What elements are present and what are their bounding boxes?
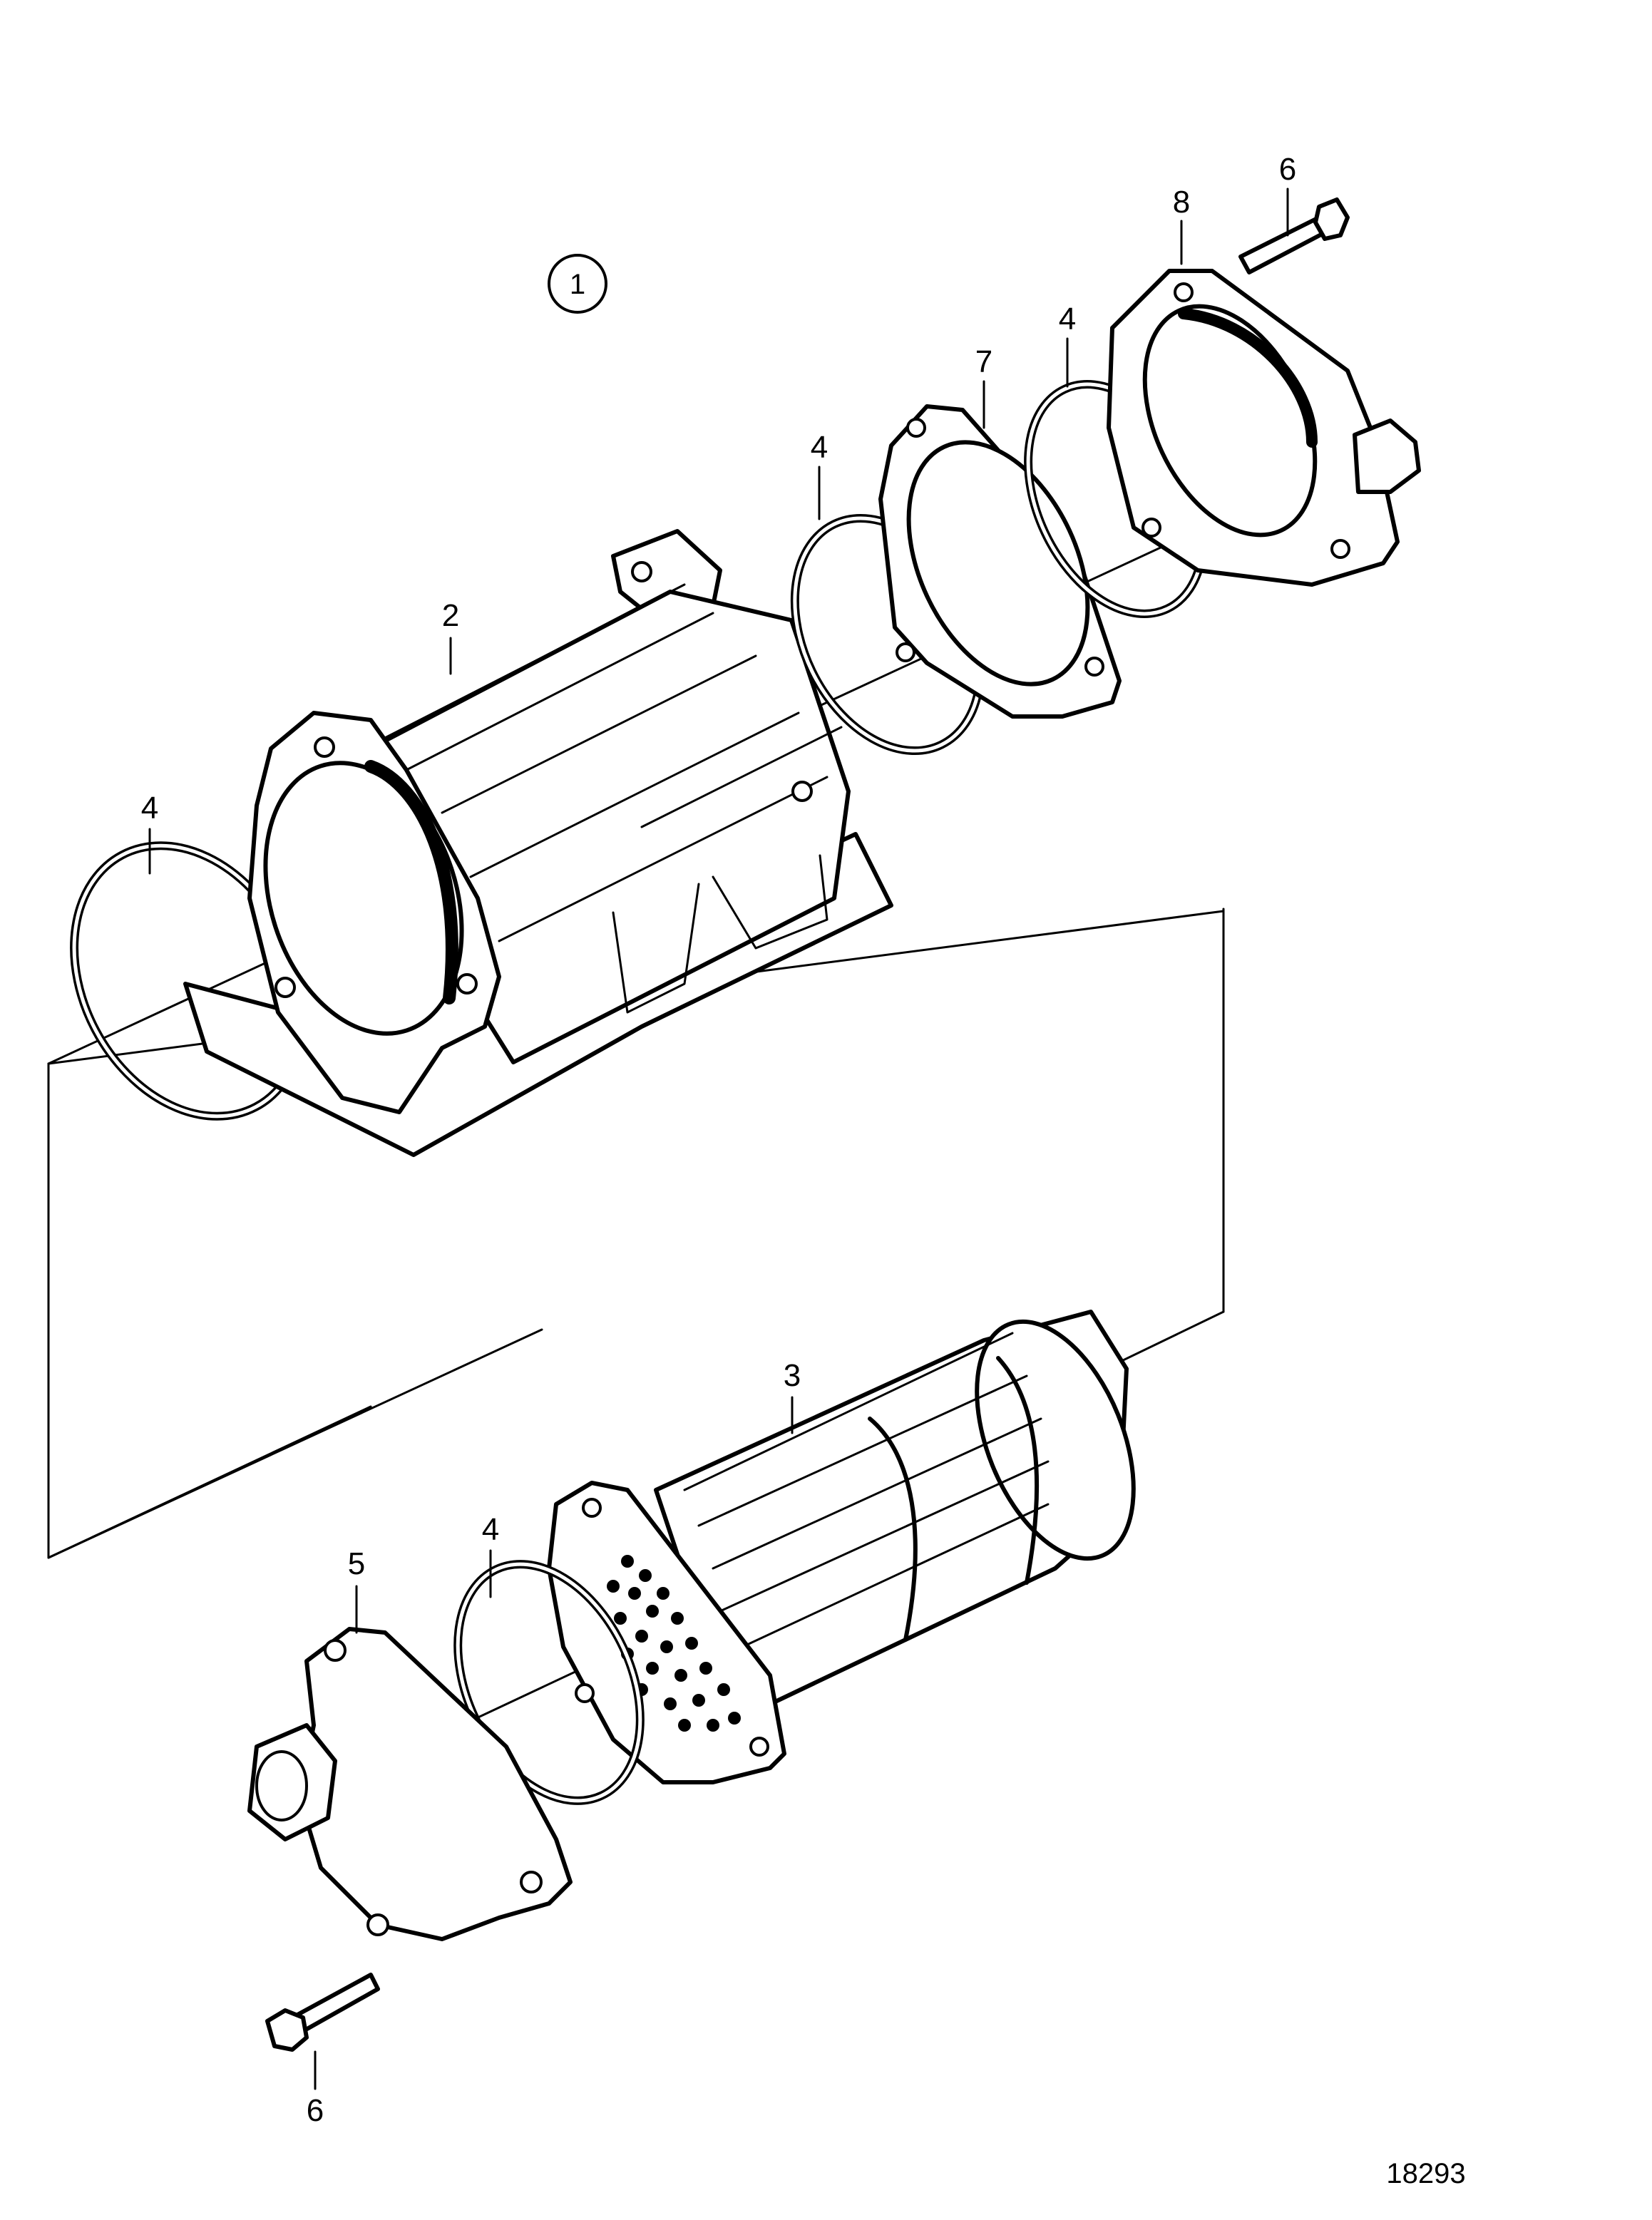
figure-number-circle (548, 254, 607, 314)
figure-number: 1 (548, 254, 607, 314)
end-cover-lower (247, 1627, 573, 1941)
tube-plate-holes (607, 1555, 741, 1732)
cooler-housing (183, 529, 893, 1157)
callout-7: 7 (975, 344, 992, 379)
callout-4-housing-right: 4 (811, 430, 828, 465)
leader-lines (148, 187, 1289, 2090)
tube-insert (547, 1310, 1136, 1784)
callout-4-lower-cover: 4 (482, 1512, 499, 1547)
callout-4-housing-left: 4 (141, 791, 158, 826)
callout-3: 3 (784, 1358, 801, 1393)
screw-lower (265, 1973, 380, 2052)
callout-6-upper: 6 (1279, 152, 1296, 187)
callout-5: 5 (348, 1546, 365, 1581)
callout-labels: 2 3 4 4 4 4 5 6 6 7 8 (141, 152, 1296, 2128)
callout-4-end-cover: 4 (1059, 302, 1076, 336)
drawing-number: 18293 (1386, 2158, 1465, 2189)
end-cover-upper (1107, 269, 1421, 587)
callout-2: 2 (442, 598, 459, 633)
callout-6-lower: 6 (307, 2093, 324, 2128)
figure-number-label: 1 (570, 269, 585, 300)
gasket (878, 404, 1122, 719)
callout-8: 8 (1173, 185, 1190, 220)
screw-upper (1238, 197, 1350, 274)
